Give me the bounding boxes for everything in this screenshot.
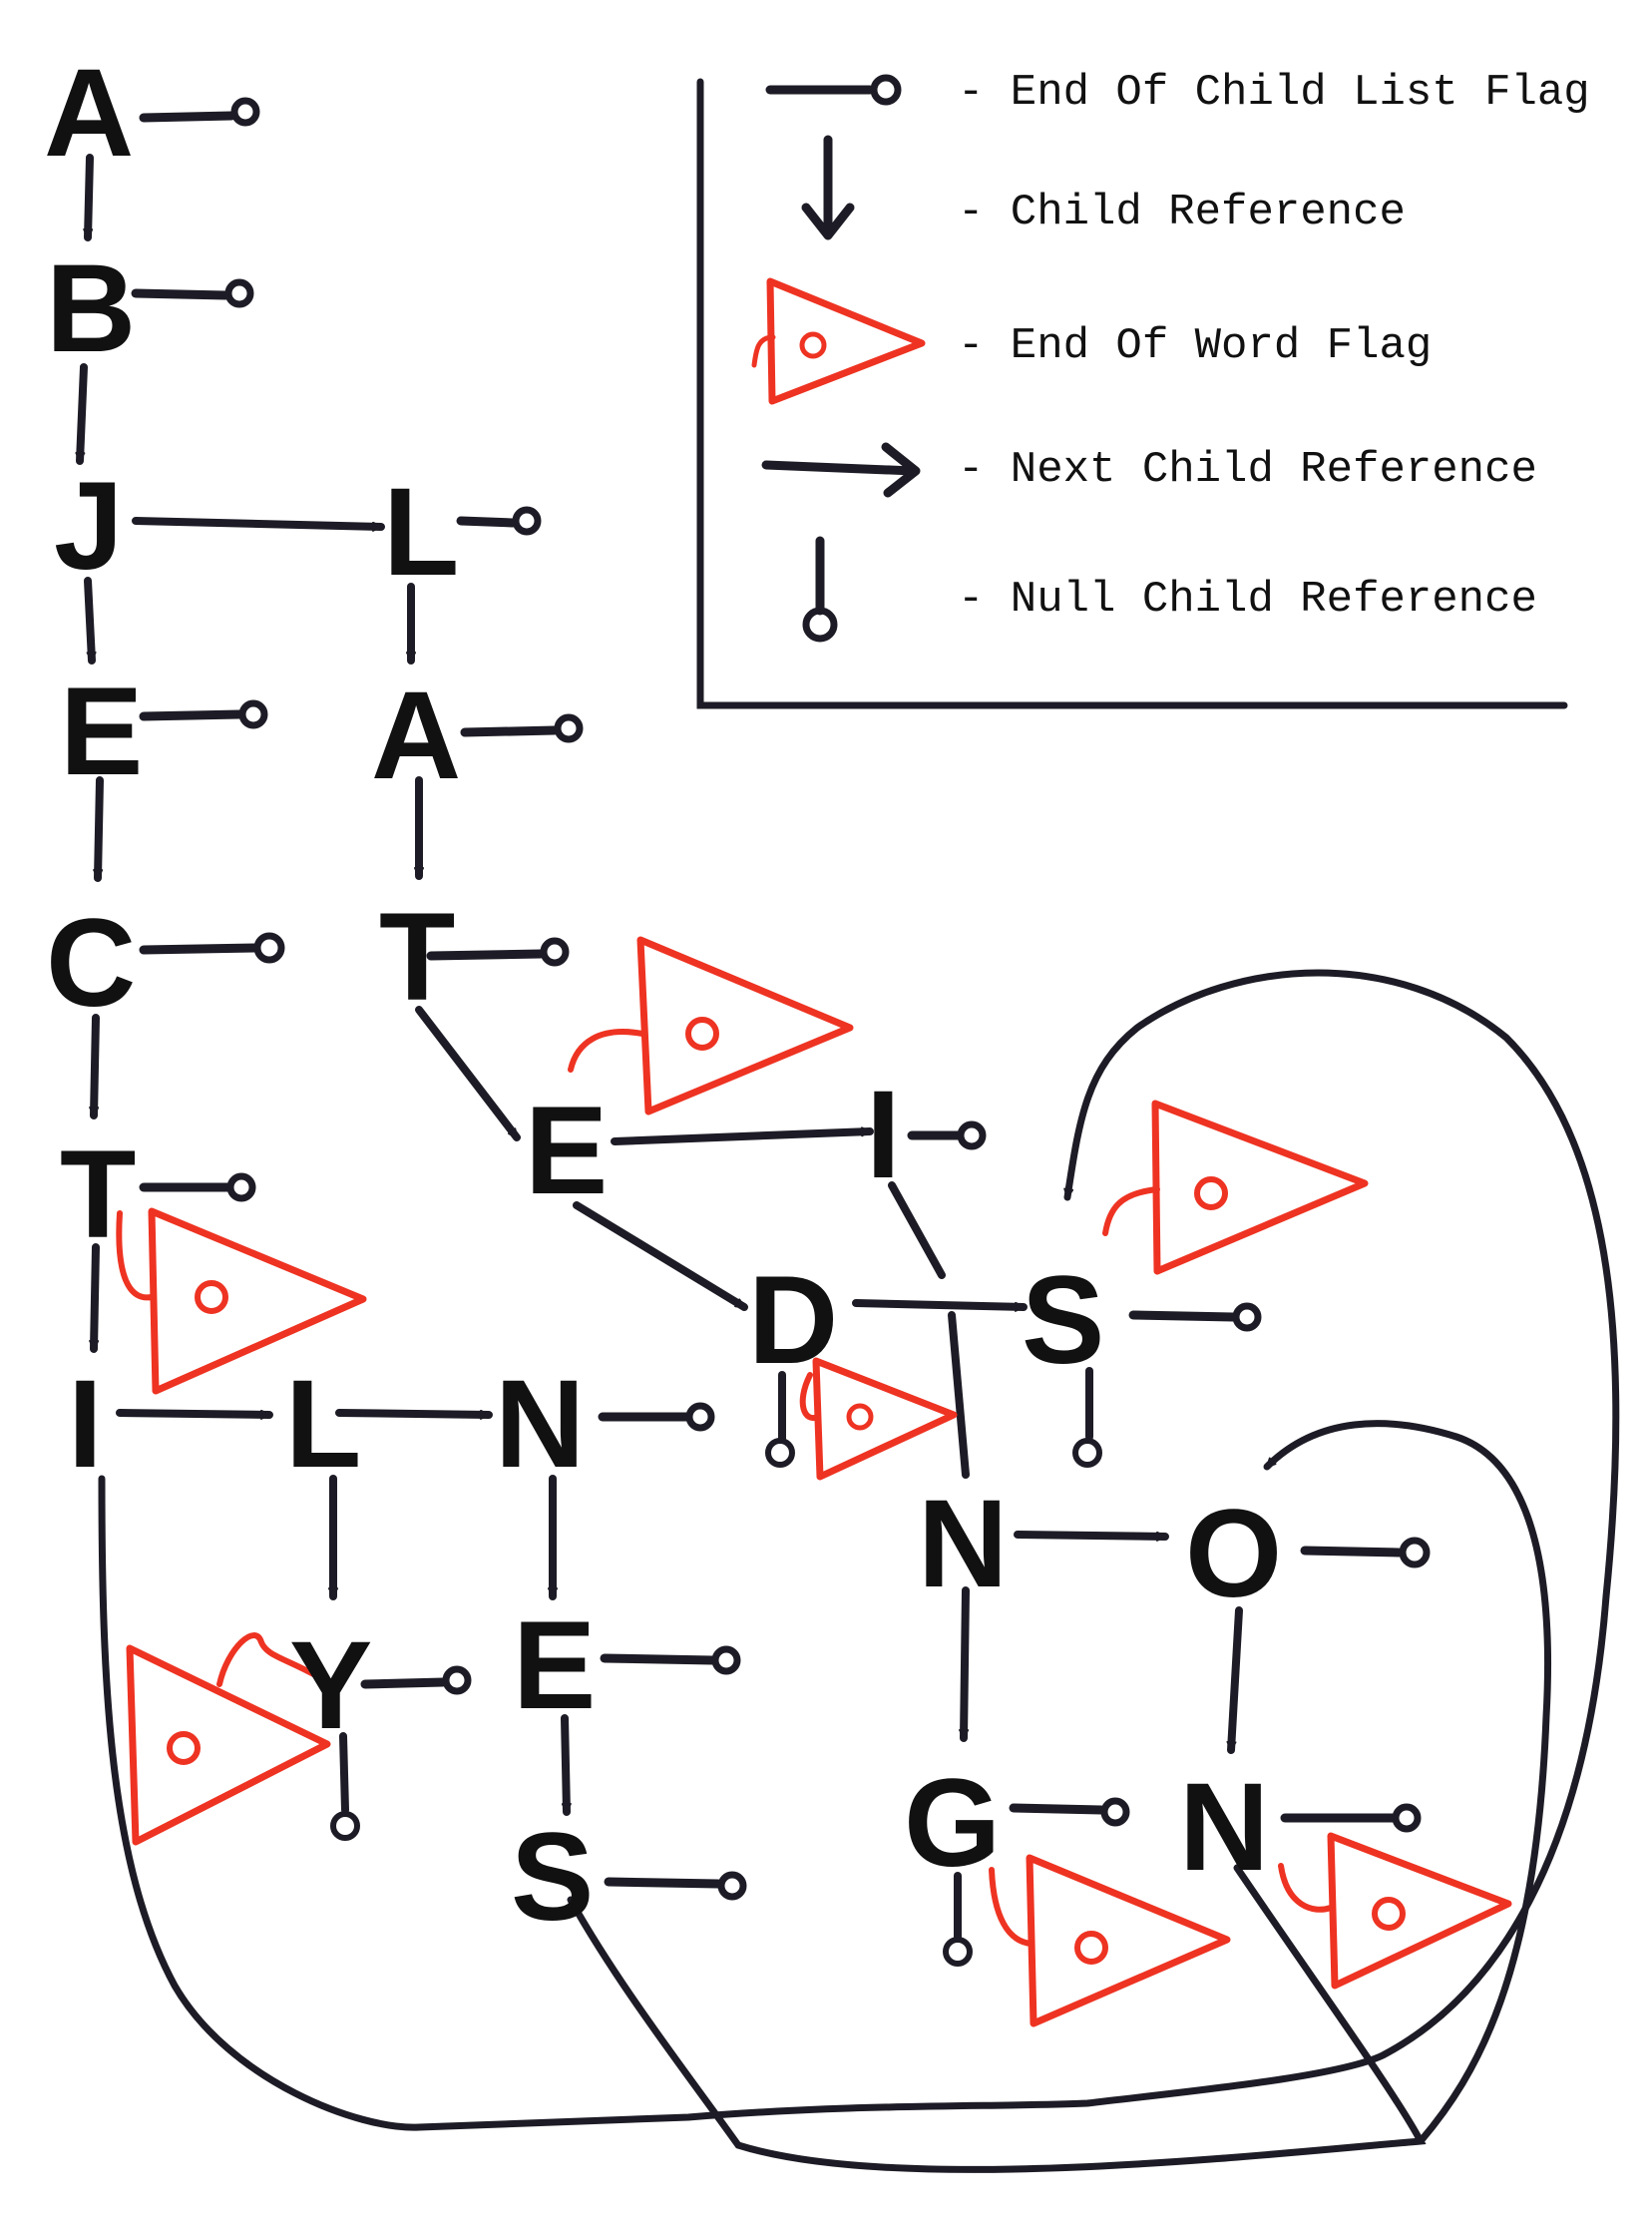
node-e: E	[513, 1596, 596, 1735]
end-of-child-list-flag-icon	[139, 97, 260, 127]
next-child-reference-j-l	[132, 517, 385, 532]
end-of-child-list-flag-icon	[765, 74, 902, 106]
end-of-child-list-flags	[131, 97, 1431, 1901]
node-t: T	[379, 888, 455, 1027]
end-of-word-flag-icon	[116, 1207, 367, 1395]
node-o: O	[1185, 1485, 1282, 1623]
end-of-child-list-flag-icon	[1128, 1302, 1262, 1332]
end-of-word-flags	[116, 936, 1512, 2027]
end-of-child-list-flag-icon	[360, 1665, 472, 1695]
end-of-word-flag-icon	[126, 1632, 331, 1846]
node-s: S	[511, 1808, 594, 1947]
node-j: J	[54, 457, 124, 596]
legend-label-next-child-reference: - Next Child Reference	[958, 445, 1537, 495]
null-child-reference-icon	[1072, 1367, 1102, 1468]
null-child-reference-icon	[765, 1371, 795, 1468]
child-references	[75, 154, 1243, 1816]
legend-label-end-of-child-list: - End Of Child List Flag	[958, 68, 1590, 118]
end-of-child-list-flag-icon	[426, 937, 570, 967]
end-of-child-list-flag-icon	[1300, 1537, 1431, 1568]
node-a: A	[371, 667, 461, 805]
end-of-child-list-flag-icon	[456, 506, 542, 536]
node-l: L	[383, 463, 459, 602]
child-reference-j-e	[84, 577, 97, 665]
child-reference-a-b	[83, 154, 94, 241]
end-of-child-list-flag-icon	[139, 699, 268, 729]
next-child-reference-l-n	[335, 1409, 493, 1420]
child-reference-e-c	[93, 776, 104, 882]
next-child-references	[116, 517, 1169, 1542]
node-c: C	[46, 894, 136, 1033]
node-i: I	[68, 1355, 103, 1494]
curved-references	[98, 969, 1620, 2173]
child-reference-icon	[801, 135, 855, 240]
node-a: A	[44, 44, 134, 183]
node-n: N	[1179, 1758, 1269, 1897]
end-of-child-list-flag-icon	[139, 1172, 256, 1202]
reference-s-n	[948, 1311, 970, 1479]
end-of-word-flag-icon	[751, 277, 926, 405]
end-of-word-flag-icon	[1278, 1832, 1512, 1990]
node-t: T	[60, 1125, 136, 1264]
next-child-reference-icon	[761, 442, 921, 498]
nodes: A B J L E A C T T E I D S I L N N O Y E …	[44, 44, 1282, 1947]
next-child-reference-e-i	[611, 1126, 874, 1145]
child-reference-t-i	[89, 1243, 100, 1353]
next-child-reference-d-s	[852, 1299, 1028, 1312]
legend-label-child-reference: - Child Reference	[958, 188, 1406, 237]
end-of-word-flag-icon	[568, 936, 854, 1116]
end-of-child-list-flag-icon	[1280, 1803, 1422, 1833]
end-of-child-list-flag-icon	[598, 1402, 715, 1432]
node-y: Y	[289, 1616, 372, 1755]
child-reference-b-j	[75, 363, 88, 465]
legend-label-end-of-word-flag: - End Of Word Flag	[958, 321, 1432, 371]
legend-label-null-child-reference: - Null Child Reference	[958, 575, 1537, 625]
end-of-word-flag-icon	[989, 1854, 1231, 2027]
null-child-references	[330, 1367, 1102, 1967]
child-reference-e-s	[561, 1714, 572, 1816]
null-child-reference-icon	[802, 536, 838, 643]
node-s: S	[1022, 1251, 1104, 1390]
node-n: N	[495, 1355, 585, 1494]
reference-i-n	[888, 1181, 946, 1279]
node-g: G	[904, 1754, 1001, 1893]
node-l: L	[285, 1355, 361, 1494]
end-of-child-list-flag-icon	[139, 932, 285, 964]
end-of-child-list-flag-icon	[604, 1871, 747, 1901]
curve-i-to-s	[98, 969, 1620, 2131]
end-of-child-list-flag-icon	[460, 713, 584, 743]
end-of-child-list-flag-icon	[600, 1645, 741, 1675]
node-b: B	[46, 239, 136, 378]
child-reference-t-e	[415, 1006, 521, 1141]
node-i: I	[866, 1066, 901, 1204]
end-of-child-list-flag-icon	[907, 1120, 987, 1150]
curve-s-to-o	[567, 1420, 1552, 2173]
child-reference-e-d	[573, 1201, 748, 1311]
end-of-word-flag-icon	[1102, 1100, 1369, 1275]
end-of-child-list-flag-icon	[1009, 1797, 1130, 1827]
node-n: N	[918, 1475, 1008, 1613]
end-of-child-list-flag-icon	[131, 278, 254, 308]
node-e: E	[60, 663, 143, 801]
child-reference-n-g	[959, 1586, 970, 1742]
null-child-reference-icon	[943, 1872, 973, 1967]
node-e: E	[525, 1082, 608, 1220]
node-d: D	[748, 1251, 838, 1390]
child-reference-o-n	[1226, 1606, 1243, 1754]
next-child-reference-n-o	[1014, 1531, 1169, 1542]
child-reference-c-t	[89, 1014, 100, 1119]
null-child-reference-icon	[330, 1732, 360, 1841]
legend: - End Of Child List Flag - Child Referen…	[696, 68, 1590, 709]
end-of-word-flag-icon	[799, 1357, 958, 1481]
legend-frame	[696, 78, 1568, 709]
next-child-reference-i-l	[116, 1409, 273, 1420]
